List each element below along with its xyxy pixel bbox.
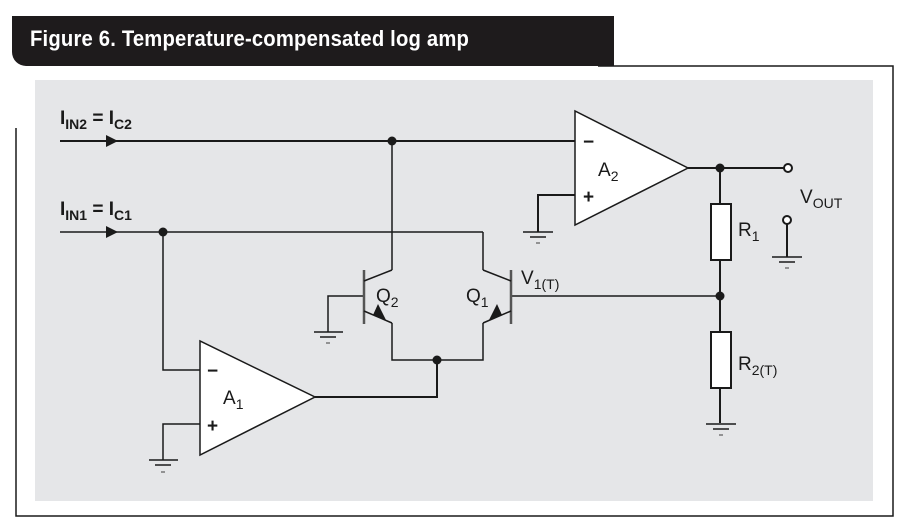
arrow-iin2-icon xyxy=(106,135,118,147)
ground-a1-icon xyxy=(149,459,178,473)
figure-frame xyxy=(15,65,894,517)
ground-r2-icon xyxy=(706,423,736,436)
label-v1t: V1(T) xyxy=(521,268,559,292)
panel-background xyxy=(35,80,873,501)
transistor-q2-icon xyxy=(362,269,393,324)
junction-iin1 xyxy=(158,227,168,237)
label-vout: VOUT xyxy=(800,187,843,211)
label-q2: Q2 xyxy=(376,286,399,310)
arrow-iin1-icon xyxy=(106,226,118,238)
junction-output xyxy=(715,163,725,173)
label-r2t: R2(T) xyxy=(738,354,777,378)
vout-terminal-negative-icon xyxy=(782,215,792,225)
a2-plus-sign: + xyxy=(583,187,594,208)
resistor-r1-icon xyxy=(710,203,732,261)
a2-minus-sign: − xyxy=(583,132,594,153)
vout-terminal-positive-icon xyxy=(783,163,793,173)
figure-title: Figure 6. Temperature-compensated log am… xyxy=(30,26,470,51)
ground-a2-icon xyxy=(523,231,553,244)
opamp-a2-icon xyxy=(574,109,690,227)
label-iin2: IIN2 = IC2 xyxy=(60,108,132,132)
a1-minus-sign: − xyxy=(207,361,218,382)
label-q1: Q1 xyxy=(466,286,489,310)
label-a1: A1 xyxy=(223,388,244,412)
junction-emitters xyxy=(432,355,442,365)
label-r1: R1 xyxy=(738,220,760,244)
label-a2: A2 xyxy=(598,160,619,184)
figure-title-bar xyxy=(12,16,614,66)
a1-plus-sign: + xyxy=(207,416,218,437)
ground-vout-icon xyxy=(772,256,802,269)
label-iin1: IIN1 = IC1 xyxy=(60,199,132,223)
wire-a1-output xyxy=(315,360,438,398)
ground-q2-icon xyxy=(314,331,343,344)
junction-iin2 xyxy=(387,136,397,146)
wire-a1-noninverting xyxy=(162,423,200,460)
opamp-a1-icon xyxy=(199,339,317,457)
junction-v1t xyxy=(715,291,725,301)
resistor-r2t-icon xyxy=(710,331,732,389)
transistor-q1-icon xyxy=(482,269,513,324)
wire-a2-noninverting xyxy=(537,194,575,232)
wire-a1-inverting xyxy=(162,232,200,371)
wire-q2-base xyxy=(327,295,364,332)
